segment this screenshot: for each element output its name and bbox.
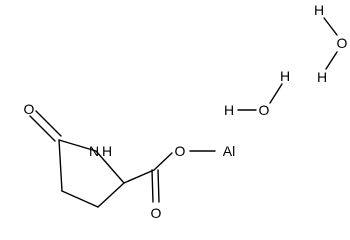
- bond-water1-o-h: [269, 83, 283, 104]
- bond-lactam-c-o-1: [29, 115, 56, 142]
- water1-left-hydrogen-label: H: [224, 102, 234, 118]
- aluminium-label: Al: [223, 143, 235, 159]
- bond-carboxyl-c-o-1: [151, 169, 154, 203]
- ring-nitrogen-label: N: [89, 143, 99, 159]
- bond-carboxyl-c-o-2: [157, 169, 160, 203]
- bond-n-to-c2: [95, 150, 125, 184]
- ring-carbonyl-oxygen-label: O: [24, 101, 35, 117]
- bond-c2-to-carboxyl-c: [123, 169, 155, 184]
- bond-c3-to-c4: [61, 190, 99, 208]
- ester-oxygen-label: O: [175, 143, 186, 159]
- bond-c2-to-c3: [97, 182, 125, 208]
- ring-nitrogen-hydrogen-label: H: [102, 143, 112, 159]
- water-molecule-2: [323, 17, 338, 70]
- bond-water2-h-o: [323, 17, 338, 36]
- water2-oxygen-label: O: [337, 35, 348, 51]
- carboxyl-oxygen-label: O: [151, 205, 162, 221]
- chemical-structure: O N H O Al O H O H H O H: [24, 2, 348, 221]
- water-molecule-1: [237, 83, 283, 111]
- bond-c4-to-carbonyl-c: [58, 139, 63, 192]
- water1-oxygen-label: O: [259, 102, 270, 118]
- carboxylate-group: [123, 150, 216, 203]
- pyrrolidone-ring: [29, 110, 125, 208]
- bond-carbonyl-c-to-n: [58, 139, 97, 152]
- bond-carboxyl-c-to-o: [153, 152, 173, 171]
- bond-water2-o-h: [325, 51, 338, 70]
- water2-top-hydrogen-label: H: [314, 2, 324, 18]
- bond-lactam-c-o-2: [35, 110, 62, 137]
- water1-top-hydrogen-label: H: [280, 68, 290, 84]
- water2-bottom-hydrogen-label: H: [317, 69, 327, 85]
